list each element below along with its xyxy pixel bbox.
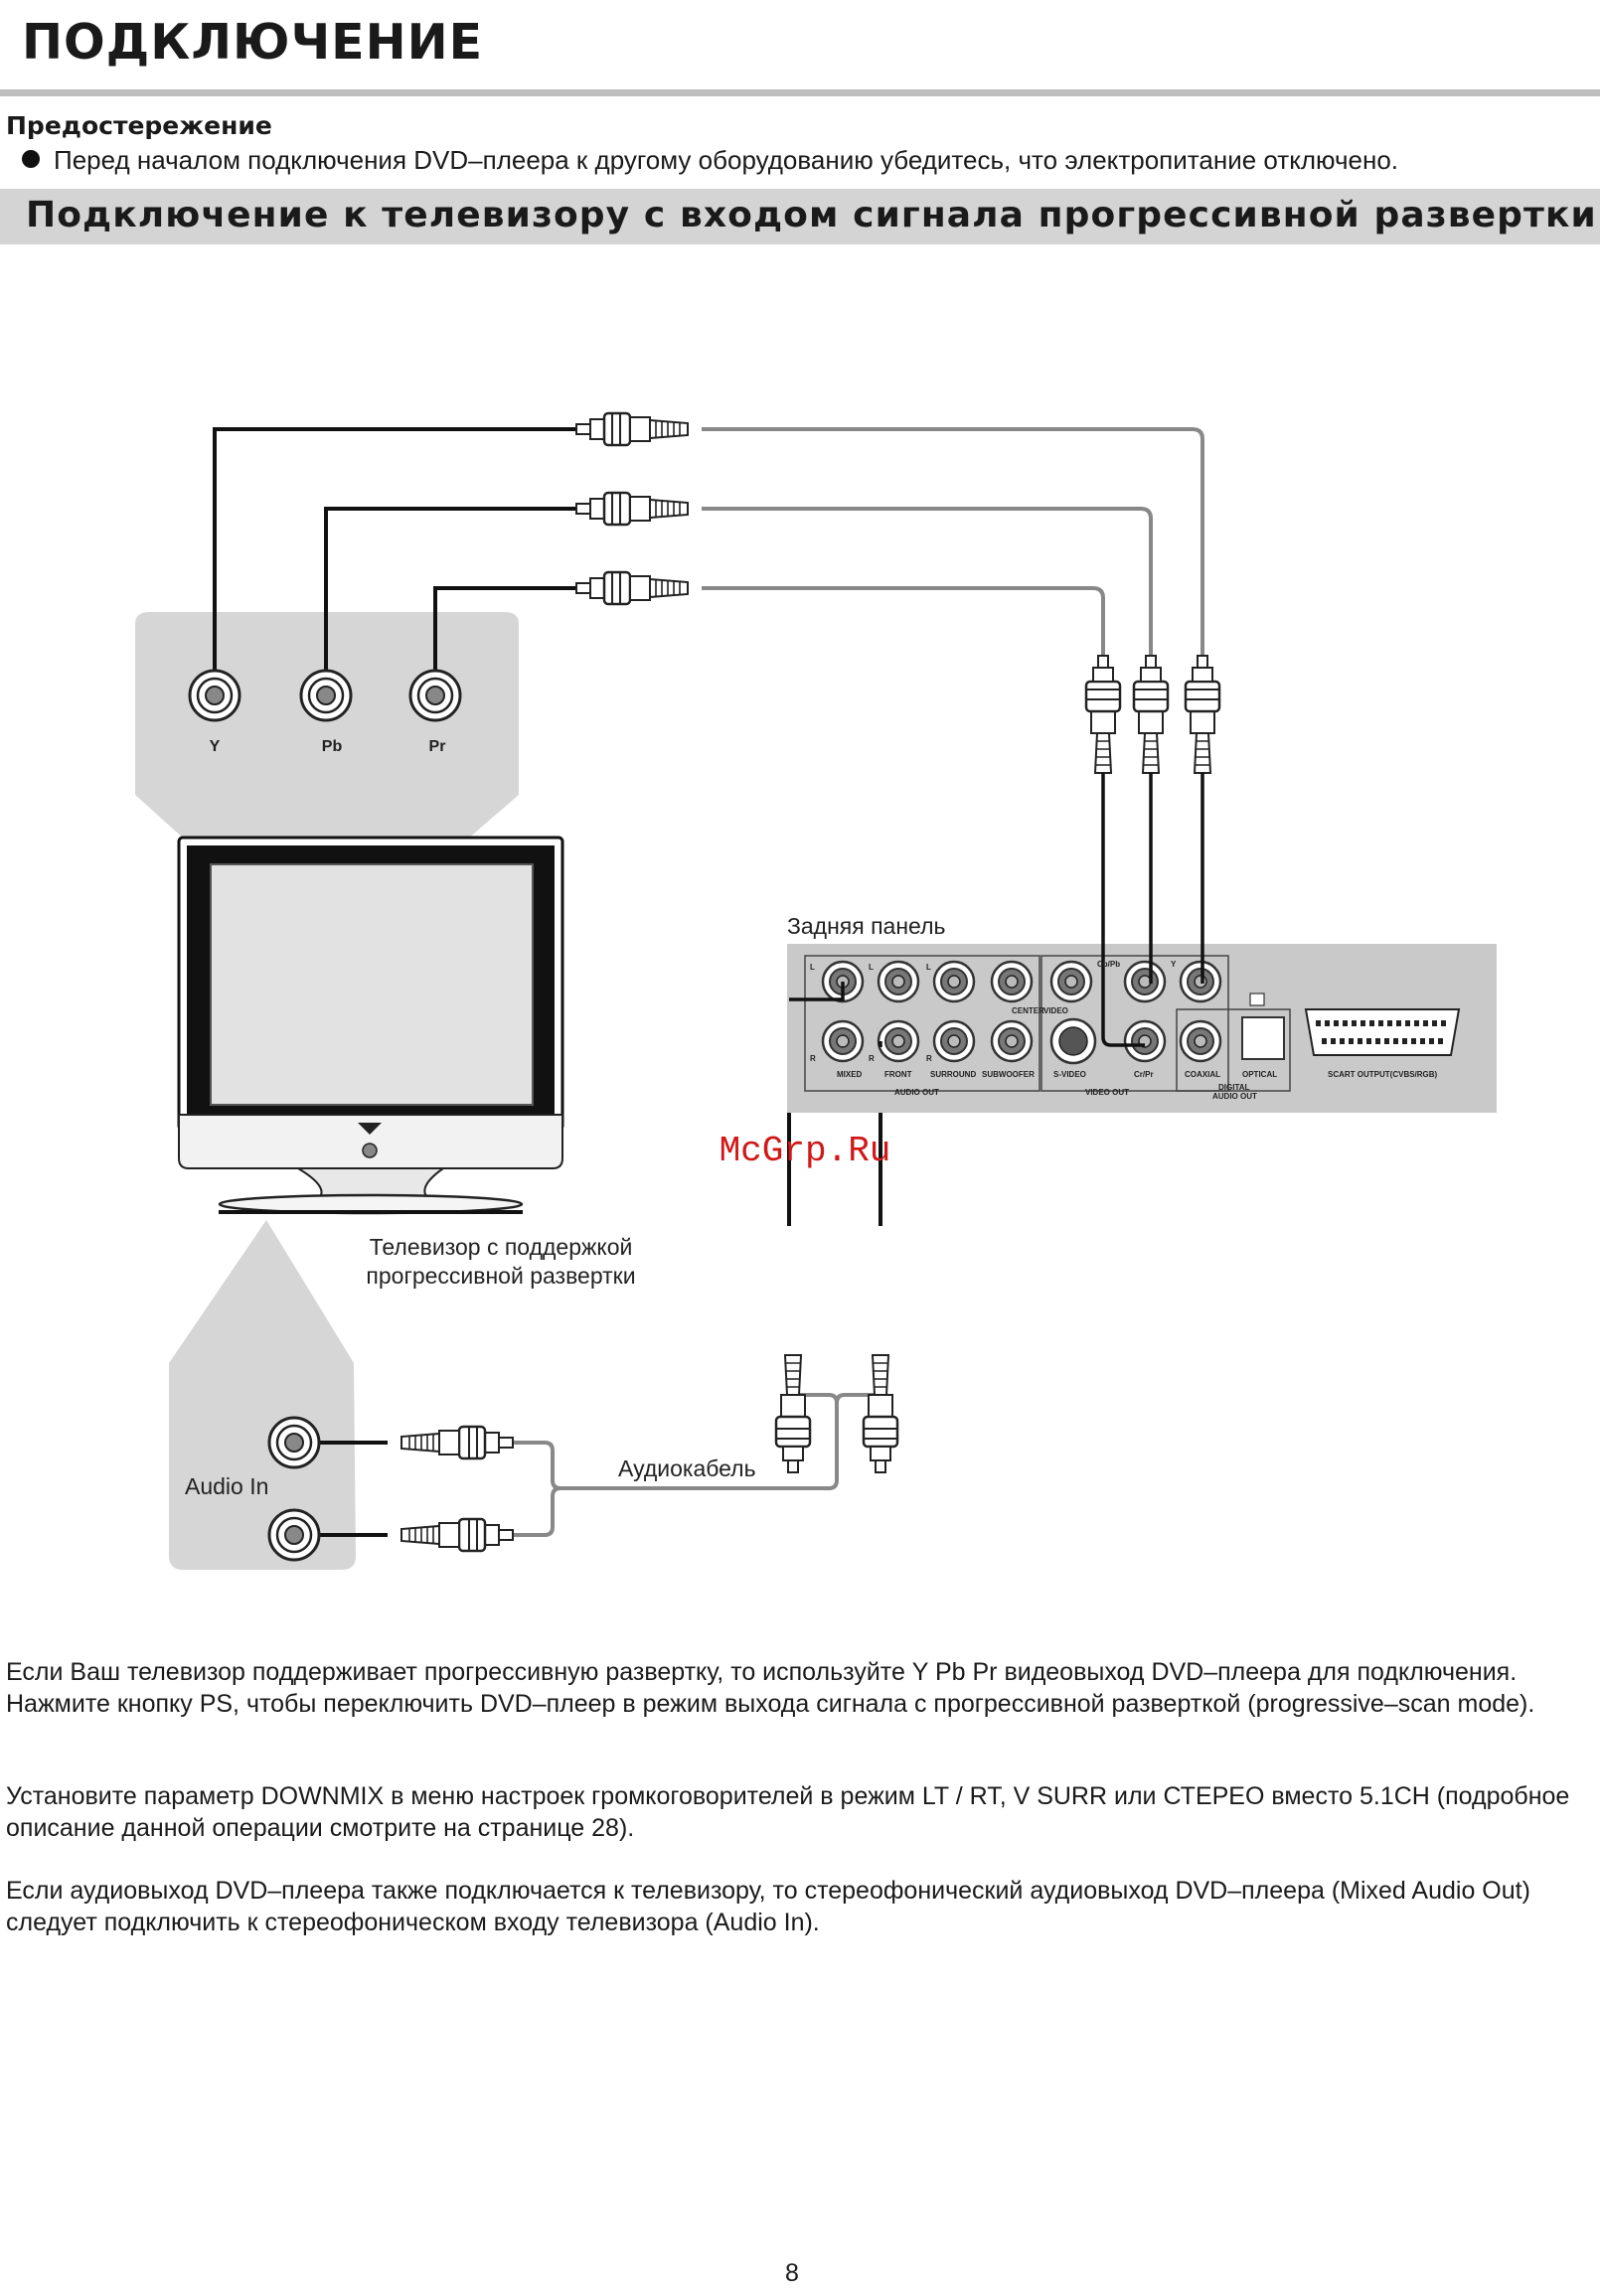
- rca-plug-icon: [400, 1425, 515, 1460]
- panel-label: VIDEO: [1043, 1006, 1068, 1015]
- tv-input-label-pb: Pb: [322, 738, 343, 755]
- panel-label: FRONT: [884, 1070, 912, 1079]
- rca-plug-icon: [574, 491, 690, 527]
- rca-plug-icon: [1132, 654, 1170, 775]
- paragraph-2: Установите параметр DOWNMIX в меню настр…: [6, 1782, 1570, 1842]
- audio-in-jack-icon: [267, 1416, 321, 1469]
- bullet-icon: [22, 150, 40, 168]
- tv-caption-line1: Телевизор с поддержкой: [370, 1234, 633, 1260]
- watermark: McGrp.Ru: [720, 1131, 891, 1171]
- section-title: Подключение к телевизору с входом сигнал…: [26, 195, 1597, 235]
- panel-label: SURROUND: [930, 1070, 976, 1079]
- panel-label: SCART OUTPUT(CVBS/RGB): [1328, 1070, 1438, 1079]
- rca-plug-icon: [1184, 654, 1221, 775]
- panel-label: SUBWOOFER: [982, 1070, 1035, 1079]
- jack-y-icon: [188, 669, 241, 722]
- audio-in-label: Audio In: [185, 1473, 268, 1499]
- optical-port-icon: [1241, 1016, 1285, 1060]
- panel-label: L: [926, 963, 931, 972]
- panel-label: Y: [1171, 960, 1177, 969]
- dvd-rear-panel: [787, 944, 1497, 1113]
- rca-plug-icon: [574, 411, 690, 447]
- panel-label: AUDIO OUT: [894, 1088, 939, 1097]
- panel-label: Cr/Pr: [1134, 1070, 1154, 1079]
- panel-label: L: [810, 963, 815, 972]
- audio-in-panel: [169, 1220, 356, 1570]
- panel-label: VIDEO OUT: [1085, 1088, 1129, 1097]
- audio-cable-label: Аудиокабель: [618, 1455, 756, 1481]
- panel-label: Cb/Pb: [1097, 960, 1120, 969]
- panel-label: R: [810, 1054, 816, 1063]
- tv-input-label-y: Y: [210, 738, 221, 755]
- paragraph-1: Если Ваш телевизор поддерживает прогресс…: [6, 1658, 1535, 1718]
- panel-label: L: [869, 963, 874, 972]
- panel-label: MIXED: [837, 1070, 863, 1079]
- panel-label: OPTICAL: [1242, 1070, 1277, 1079]
- scart-port-icon: [1304, 1008, 1461, 1056]
- caution-heading: Предостережение: [6, 111, 272, 140]
- title-rule: [0, 89, 1600, 96]
- rca-plug-icon: [862, 1353, 899, 1474]
- paragraph-3: Если аудиовыход DVD–плеера также подключ…: [6, 1877, 1530, 1936]
- tv-input-label-pr: Pr: [429, 738, 446, 755]
- rca-plug-icon: [774, 1353, 812, 1474]
- panel-label: CENTER: [1012, 1006, 1044, 1015]
- tv-caption-line2: прогрессивной развертки: [366, 1263, 635, 1289]
- rca-plug-icon: [400, 1517, 515, 1553]
- rca-plug-icon: [1084, 654, 1122, 775]
- tv-input-panel: [135, 612, 519, 840]
- rear-panel-label: Задняя панель: [787, 913, 946, 939]
- caution-item: Перед началом подключения DVD–плеера к д…: [22, 145, 1398, 176]
- panel-label: DIGITAL: [1218, 1083, 1250, 1092]
- jack-pb-icon: [299, 669, 353, 722]
- panel-label: AUDIO OUT: [1212, 1092, 1257, 1101]
- section-band: [0, 189, 1600, 244]
- panel-label: S-VIDEO: [1053, 1070, 1086, 1079]
- audio-in-jack-icon: [267, 1508, 321, 1562]
- television-icon: [177, 836, 564, 1215]
- page-number: 8: [785, 2259, 799, 2287]
- rca-plug-icon: [574, 570, 690, 606]
- page-title: ПОДКЛЮЧЕНИЕ: [22, 14, 484, 71]
- connection-diagram: Y Pb Pr Audio In Аудиокабель Телевизор с…: [135, 411, 1497, 1570]
- caution-text: Перед началом подключения DVD–плеера к д…: [54, 145, 1399, 175]
- panel-label: COAXIAL: [1185, 1070, 1220, 1079]
- panel-label: R: [869, 1054, 875, 1063]
- panel-label: R: [926, 1054, 932, 1063]
- jack-pr-icon: [408, 669, 462, 722]
